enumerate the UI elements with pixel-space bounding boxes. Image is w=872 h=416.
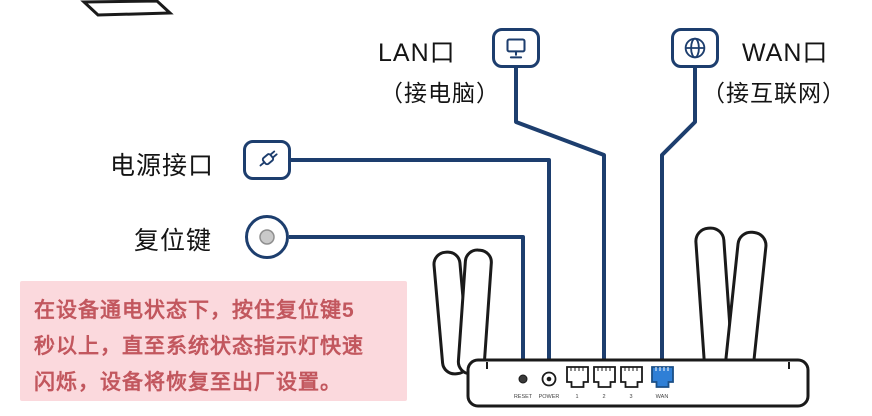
power-label: 电源接口 xyxy=(110,152,215,180)
note-line-2: 秒以上，直至系统状态指示灯快速 xyxy=(34,335,364,358)
reset-button-icon xyxy=(259,229,275,245)
note-line-1: 在设备通电状态下，按住复位键5 xyxy=(34,299,355,322)
reset-port xyxy=(518,374,528,384)
note-line-3: 闪烁，设备将恢复至出厂设置。 xyxy=(34,371,342,394)
wan-port xyxy=(651,366,674,388)
wan-label: WAN口 xyxy=(742,39,829,67)
router-corner xyxy=(80,0,174,17)
lan-callout-line xyxy=(514,68,606,366)
lan-port-2 xyxy=(593,366,616,388)
lan-label: LAN口 xyxy=(378,39,456,67)
panel-notches xyxy=(486,362,790,369)
lan-port-2-label: 2 xyxy=(602,394,605,400)
globe-icon xyxy=(684,37,706,59)
power-plug-icon xyxy=(259,150,278,167)
power-port-pin xyxy=(546,376,552,382)
wan-callout-line xyxy=(660,68,697,366)
lan-icon xyxy=(506,38,526,59)
reset-port-label: RESET xyxy=(514,394,533,400)
reset-icon-box xyxy=(245,215,289,259)
wan-port-label: WAN xyxy=(656,394,669,400)
lan-port-1 xyxy=(566,366,589,388)
wan-sublabel: （接互联网） xyxy=(702,80,846,106)
lan-port-3 xyxy=(620,366,643,388)
reset-callout-line xyxy=(289,235,525,375)
lan-port-3-label: 3 xyxy=(629,394,632,400)
reset-label: 复位键 xyxy=(134,227,213,255)
lan-sublabel: （接电脑） xyxy=(380,80,500,106)
power-icon-box xyxy=(243,140,291,180)
lan-port-1-label: 1 xyxy=(575,394,578,400)
power-callout-line xyxy=(291,158,551,372)
power-port-label: POWER xyxy=(539,394,560,400)
antenna-right-2 xyxy=(724,230,768,378)
reset-instruction-note: 在设备通电状态下，按住复位键5 秒以上，直至系统状态指示灯快速 闪烁，设备将恢复… xyxy=(20,281,407,401)
antenna-left-2 xyxy=(456,248,493,376)
wan-icon-box xyxy=(671,28,719,68)
lan-icon-box xyxy=(492,28,540,68)
